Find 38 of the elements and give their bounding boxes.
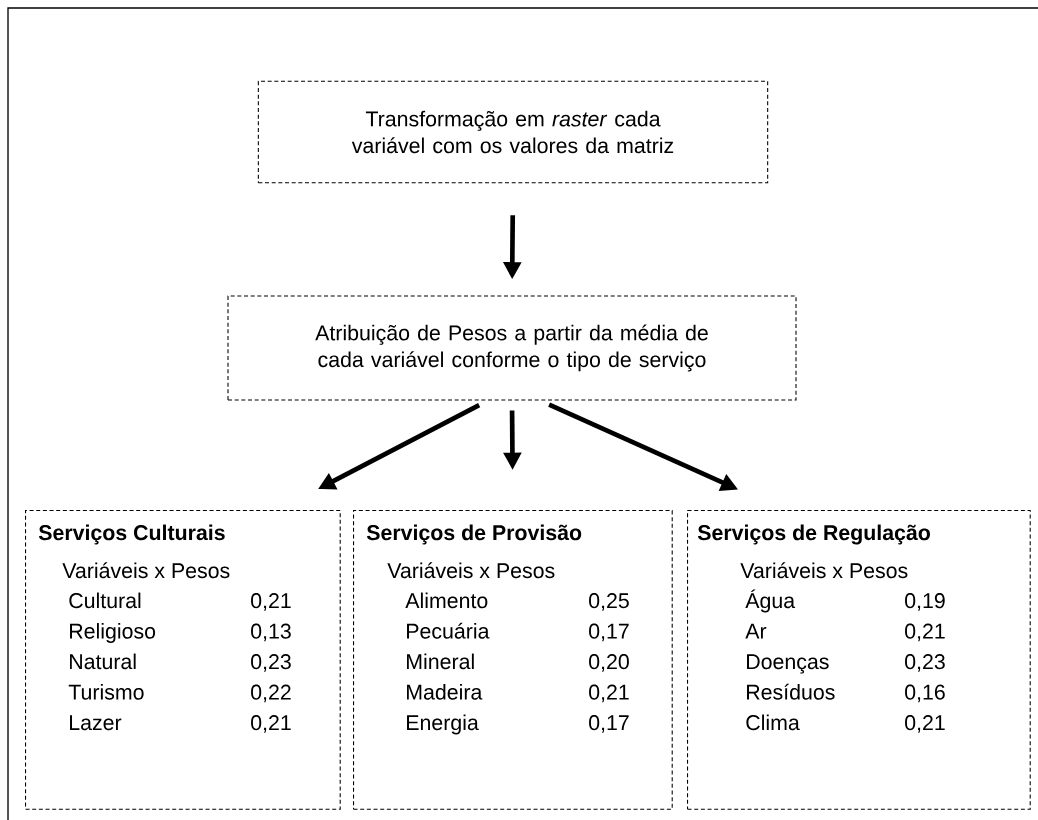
weight-value: 0,21 bbox=[589, 684, 629, 703]
weight-value: 0,20 bbox=[589, 654, 629, 672]
variable-name: Natural bbox=[70, 653, 136, 670]
box-heading: Serviços de Provisão bbox=[366, 524, 582, 545]
variable-name: Água bbox=[745, 589, 796, 613]
weight-value: 0,21 bbox=[905, 623, 945, 642]
variable-name: Madeira bbox=[407, 684, 483, 700]
table-header: Variáveis x Pesos bbox=[62, 562, 230, 579]
weight-value: 0,21 bbox=[905, 715, 945, 733]
process-box: Transformação em raster cada variável com os valores da matriz bbox=[257, 80, 769, 184]
weight-value: 0,23 bbox=[251, 654, 291, 672]
variable-name: Energia bbox=[407, 714, 479, 735]
weight-value: 0,13 bbox=[251, 623, 291, 642]
variable-name: Cultural bbox=[69, 592, 141, 609]
variable-name: Clima bbox=[746, 714, 800, 731]
table-header: Variáveis x Pesos bbox=[740, 562, 908, 579]
variable-name: Doenças bbox=[747, 654, 829, 674]
weight-value: 0,21 bbox=[251, 593, 291, 611]
variable-name: Alimento bbox=[405, 592, 488, 609]
weight-value: 0,19 bbox=[905, 593, 945, 611]
variable-name: Pecuária bbox=[407, 622, 490, 639]
variable-name: Turismo bbox=[68, 684, 144, 700]
weight-value: 0,17 bbox=[589, 623, 629, 642]
box-heading: Serviços de Regulação bbox=[697, 524, 930, 545]
weight-value: 0,22 bbox=[251, 684, 291, 703]
table-header: Variáveis x Pesos bbox=[387, 562, 555, 579]
weight-value: 0,17 bbox=[589, 715, 629, 733]
process-box: Atribuição de Pesos a partir da média de cada variável conforme o tipo de serviço bbox=[227, 295, 797, 401]
variable-name: Lazer bbox=[70, 715, 122, 731]
weight-value: 0,21 bbox=[251, 715, 291, 733]
variable-name: Mineral bbox=[407, 653, 474, 670]
weight-value: 0,16 bbox=[905, 684, 945, 703]
weight-value: 0,25 bbox=[589, 593, 629, 611]
weight-value: 0,23 bbox=[905, 654, 945, 672]
variable-name: Ar bbox=[745, 623, 767, 639]
box-heading: Serviços Culturais bbox=[38, 524, 225, 545]
variable-name: Religioso bbox=[70, 623, 156, 643]
variable-name: Resíduos bbox=[747, 683, 835, 700]
